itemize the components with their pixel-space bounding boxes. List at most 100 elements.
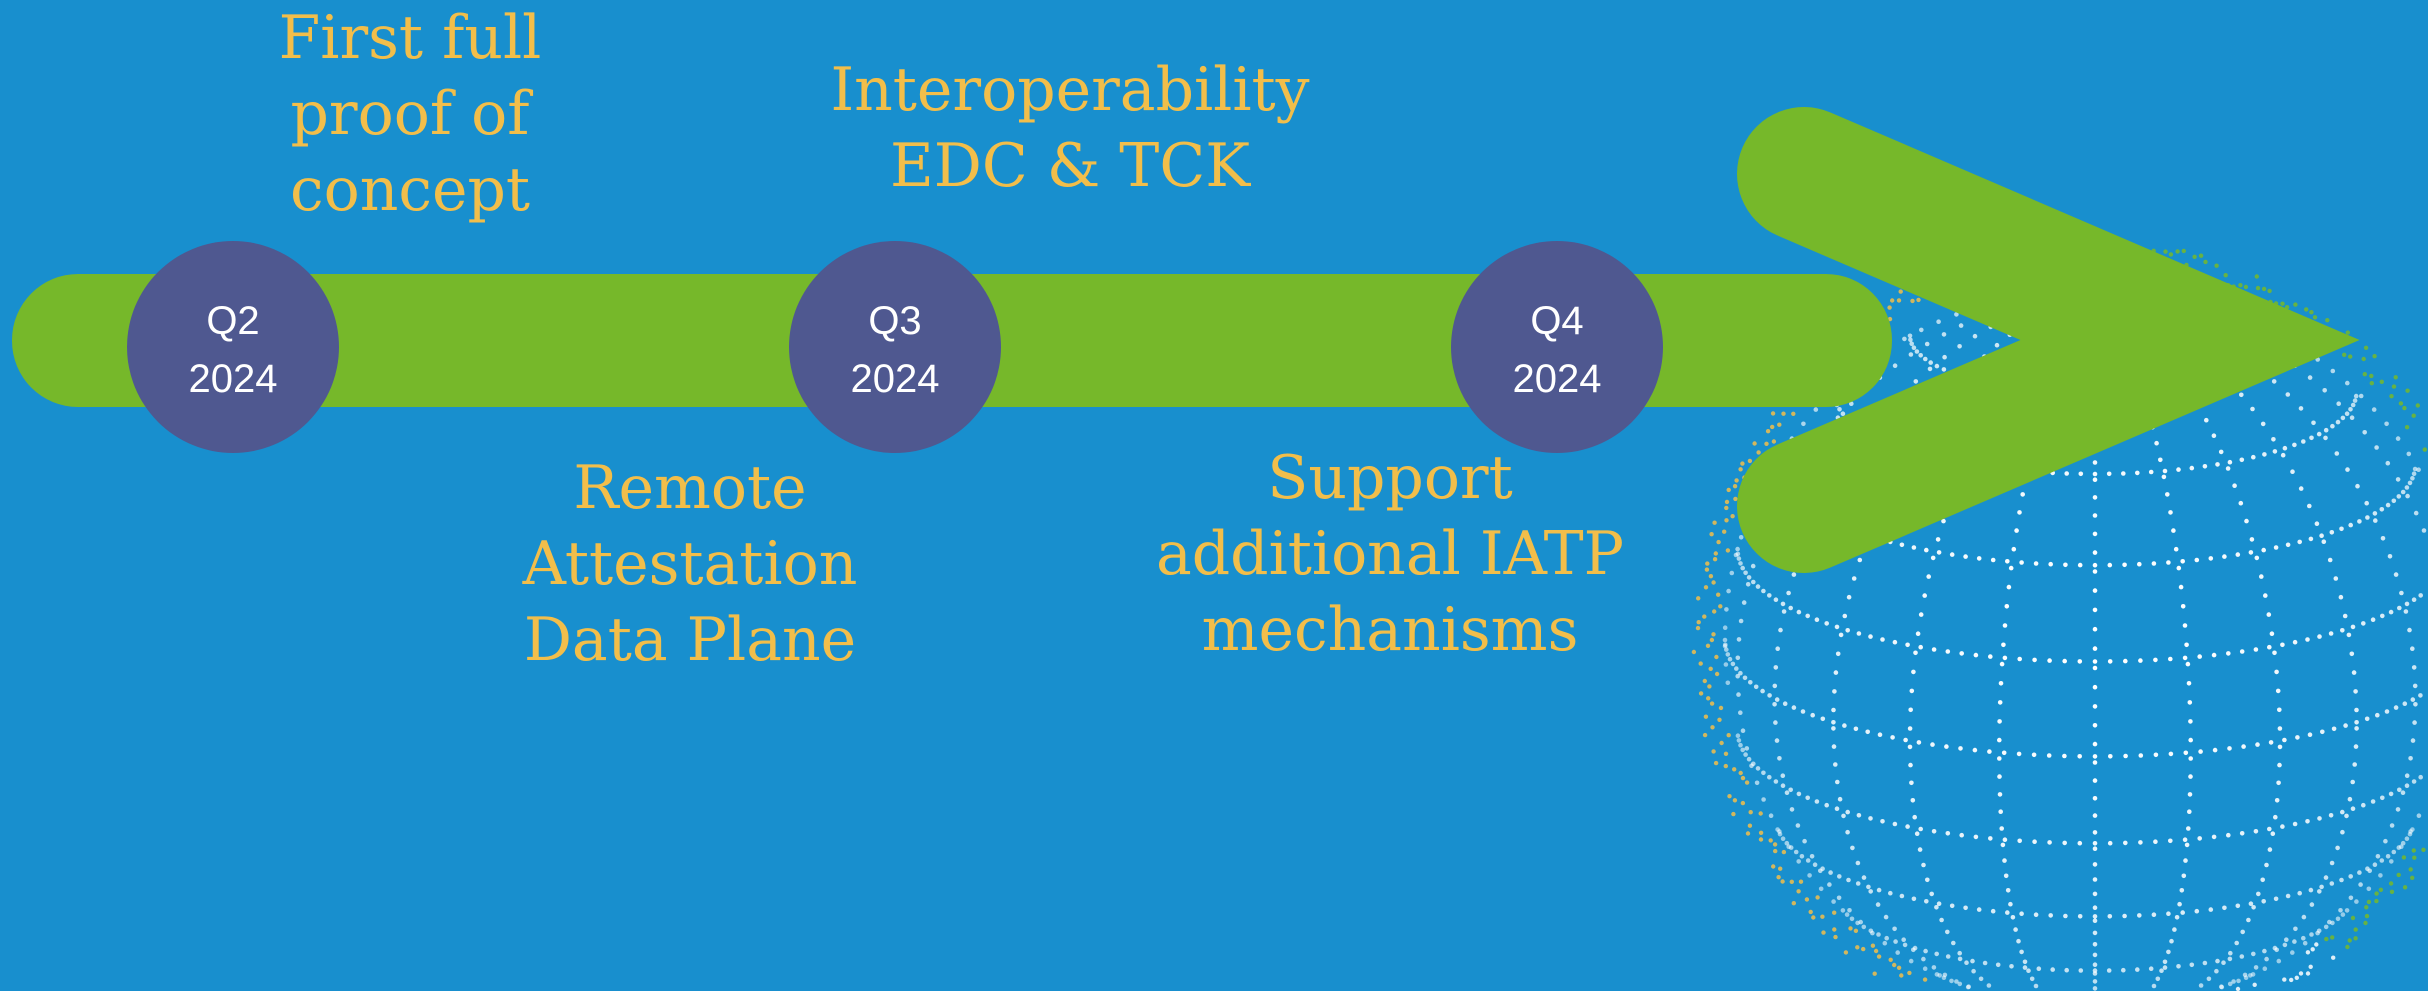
globe-dot	[1939, 917, 1944, 923]
globe-dot	[1809, 854, 1815, 859]
globe-dot	[1945, 954, 1951, 959]
globe-dot	[2405, 493, 2410, 499]
globe-dot	[1908, 337, 1913, 343]
globe-dot	[2000, 842, 2006, 848]
globe-dot	[2385, 460, 2391, 466]
globe-rim-dot	[2369, 373, 2374, 379]
globe-dot	[2032, 839, 2037, 844]
globe-dot	[2215, 462, 2220, 467]
globe-rim-dot	[2415, 403, 2420, 408]
globe-dot	[1780, 601, 1786, 607]
globe-dot	[1744, 746, 1750, 751]
label-q3-remote-attestation: Remote Attestation Data Plane	[522, 453, 858, 675]
globe-dot	[2244, 518, 2249, 524]
globe-dot	[2269, 631, 2275, 636]
globe-dot	[2375, 712, 2380, 718]
globe-dot	[1994, 342, 2000, 348]
milestone-year: 2024	[851, 357, 940, 401]
globe-rim-dot	[2163, 249, 2168, 254]
globe-dot	[2148, 469, 2154, 475]
globe-dot	[2254, 555, 2260, 561]
globe-dot	[2404, 773, 2410, 778]
globe-rim-dot	[2282, 977, 2287, 982]
globe-dot	[1857, 557, 1863, 563]
globe-dot	[1998, 681, 2004, 686]
globe-dot	[2342, 613, 2348, 619]
globe-rim-dot	[1732, 767, 1737, 772]
globe-rim-dot	[1907, 970, 1912, 976]
globe-dot	[1740, 728, 1746, 733]
globe-dot	[1923, 356, 1928, 362]
globe-dot	[2277, 744, 2283, 750]
globe-dot	[2092, 952, 2098, 958]
globe-dot	[1903, 737, 1908, 743]
globe-dot	[1861, 924, 1867, 930]
globe-dot	[2236, 978, 2241, 984]
globe-dot	[2138, 840, 2143, 845]
globe-dot	[1868, 816, 1873, 821]
globe-rim-dot	[2348, 354, 2353, 359]
milestone-circle	[127, 241, 339, 453]
globe-dot	[2410, 476, 2415, 481]
globe-dot	[2339, 526, 2344, 532]
globe-dot	[1788, 605, 1793, 611]
globe-dot	[2293, 926, 2298, 932]
globe-dot	[2348, 895, 2354, 901]
globe-dot	[1735, 546, 1740, 552]
globe-dot	[2005, 888, 2011, 893]
globe-dot	[1877, 732, 1883, 737]
globe-dot	[2297, 539, 2302, 545]
globe-dot	[2282, 445, 2288, 451]
globe-rim-dot	[1758, 830, 1764, 835]
globe-dot	[1837, 874, 1842, 879]
globe-dot	[2186, 681, 2192, 686]
globe-dot	[2218, 449, 2224, 455]
globe-dot	[2162, 959, 2168, 965]
globe-dot	[1882, 940, 1888, 946]
globe-dot	[2239, 457, 2245, 463]
globe-dot	[2137, 561, 2142, 567]
globe-rim-dot	[1832, 927, 1837, 932]
globe-rim-dot	[2402, 885, 2408, 890]
globe-dot	[2336, 401, 2341, 407]
globe-dot	[1722, 637, 1728, 643]
globe-dot	[1782, 701, 1788, 706]
globe-dot	[2248, 550, 2254, 555]
globe-dot	[2161, 474, 2167, 480]
globe-rim-dot	[2345, 944, 2350, 950]
globe-dot	[2404, 783, 2410, 788]
globe-dot	[1997, 792, 2003, 797]
globe-rim-dot	[1712, 520, 1717, 525]
globe-dot	[2351, 670, 2357, 675]
globe-dot	[2354, 726, 2359, 731]
globe-dot	[2402, 701, 2408, 706]
globe-dot	[1963, 905, 1968, 911]
globe-dot	[2092, 841, 2098, 846]
globe-dot	[1944, 744, 1949, 749]
globe-dot	[1976, 907, 1982, 912]
globe-dot	[2011, 546, 2017, 552]
globe-rim-dot	[2411, 848, 2416, 853]
globe-dot	[2323, 924, 2329, 930]
globe-dot	[1760, 688, 1765, 694]
globe-rim-dot	[1725, 548, 1731, 553]
globe-rim-dot	[1696, 596, 1701, 601]
globe-dot	[1888, 890, 1893, 896]
globe-dot	[2307, 732, 2313, 737]
globe-dot	[1957, 950, 1962, 956]
globe-dot	[2277, 707, 2282, 713]
globe-dot	[1796, 859, 1801, 864]
globe-dot	[2092, 531, 2098, 537]
globe-rim-dot	[2255, 285, 2261, 291]
globe-rim-dot	[1848, 926, 1853, 931]
globe-rim-dot	[1892, 962, 1897, 968]
globe-dot	[1780, 773, 1786, 778]
globe-dot	[2328, 631, 2334, 636]
globe-dot	[2092, 513, 2098, 518]
globe-dot	[2264, 956, 2269, 962]
globe-rim-dot	[2404, 425, 2410, 430]
globe-dot	[2271, 437, 2276, 442]
globe-dot	[2092, 979, 2098, 984]
globe-dot	[1855, 860, 1861, 866]
arrow-head	[1737, 107, 2360, 573]
